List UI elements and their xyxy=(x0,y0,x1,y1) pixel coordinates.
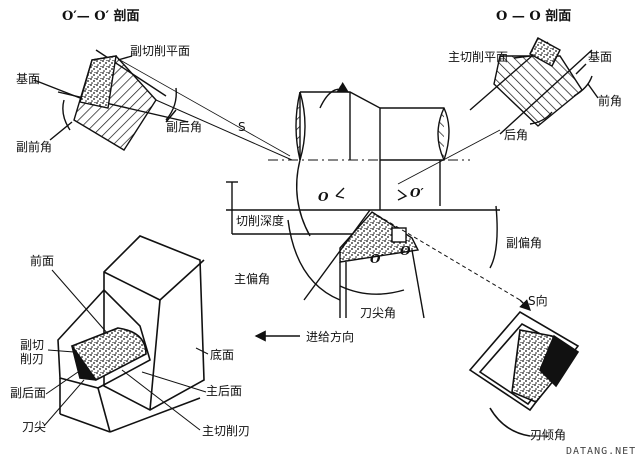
workpiece-end-section-left xyxy=(295,91,301,161)
leader xyxy=(117,55,133,61)
clearance-angle-label: 后角 xyxy=(504,128,529,142)
inclination-angle-label: 刃倾角 xyxy=(530,428,567,442)
rake-face-stipple xyxy=(70,327,147,382)
s-direction-view xyxy=(468,310,580,437)
feed-direction-label: 进给方向 xyxy=(306,330,355,344)
clearance-angle-arc xyxy=(529,111,553,125)
projection-line-s xyxy=(155,99,293,161)
minor-clearance-angle-label: 副后角 xyxy=(166,120,203,134)
main-flank-label: 主后面 xyxy=(206,384,243,398)
minor-clearance-angle-arc xyxy=(165,87,177,121)
s-direction-label: S向 xyxy=(528,294,548,308)
s-label: S xyxy=(238,120,246,134)
main-cutting-plane-label: 主切削平面 xyxy=(448,50,509,64)
leader xyxy=(587,83,599,99)
o-prime-tip-label: O′ xyxy=(370,252,384,266)
minor-cutting-edge-angle-label: 副偏角 xyxy=(506,236,543,250)
left-section-view xyxy=(33,49,189,151)
rake-face-label: 前面 xyxy=(30,254,55,268)
left-section-title: O′— O′ 剖面 xyxy=(62,9,140,24)
minor-cutting-plane-label: 副切削平面 xyxy=(130,44,191,58)
leader xyxy=(33,79,81,99)
inclination-angle-arc xyxy=(489,407,531,437)
watermark-text: DATANG.NET xyxy=(566,446,635,457)
tool-3d-view xyxy=(43,235,209,433)
tool-tip-label: 刀尖 xyxy=(22,420,47,434)
left-tool-tip-insert xyxy=(79,55,117,109)
workpiece-top-view xyxy=(226,82,500,237)
rake-angle-arc xyxy=(573,75,593,97)
tool-tip-angle-label: 刀尖角 xyxy=(360,306,397,320)
tool-tip-region xyxy=(339,211,420,263)
tool-shank xyxy=(103,235,205,411)
leader xyxy=(49,121,73,141)
main-cutting-edge-label: 主切削刃 xyxy=(202,424,251,438)
rotation-arrow xyxy=(319,82,350,109)
projection-line xyxy=(397,129,501,185)
projection-line xyxy=(119,59,291,157)
minor-rake-angle-label: 副前角 xyxy=(16,140,53,154)
s-view-tool-body xyxy=(468,310,580,412)
main-edge-extension xyxy=(303,209,371,301)
left-base-plane-label: 基面 xyxy=(16,72,41,86)
right-section-view xyxy=(469,37,599,135)
right-base-plane-label: 基面 xyxy=(588,50,613,64)
o-left-label: O xyxy=(318,190,329,204)
main-cutting-edge-angle-label: 主偏角 xyxy=(234,272,271,286)
leader xyxy=(513,55,531,59)
cutting-depth-label: 切削深度 xyxy=(236,214,285,228)
leader xyxy=(165,109,177,123)
minor-cutting-edge-label: 副切削刃 xyxy=(20,338,45,366)
main-edge-angle-arc xyxy=(287,219,341,301)
s-direction-line xyxy=(371,211,521,301)
minor-rake-angle-arc xyxy=(62,99,71,131)
workpiece-end-section-right xyxy=(437,107,445,161)
leader xyxy=(575,63,587,75)
tool-nose-box xyxy=(391,227,407,243)
right-tool-section xyxy=(493,55,583,127)
bottom-face-label: 底面 xyxy=(210,348,235,362)
right-section-title: O — O 剖面 xyxy=(496,9,572,24)
minor-flank-label: 副后面 xyxy=(10,386,47,400)
tool-plan-view xyxy=(254,205,531,342)
minor-edge-angle-arc xyxy=(489,205,498,269)
o-prime-right-label: O′ xyxy=(410,186,424,200)
rake-angle-label: 前角 xyxy=(598,94,623,108)
minor-flank-dark xyxy=(71,345,97,381)
tool-tip-angle-arc xyxy=(339,285,405,295)
o-tip-label: O xyxy=(400,244,411,258)
